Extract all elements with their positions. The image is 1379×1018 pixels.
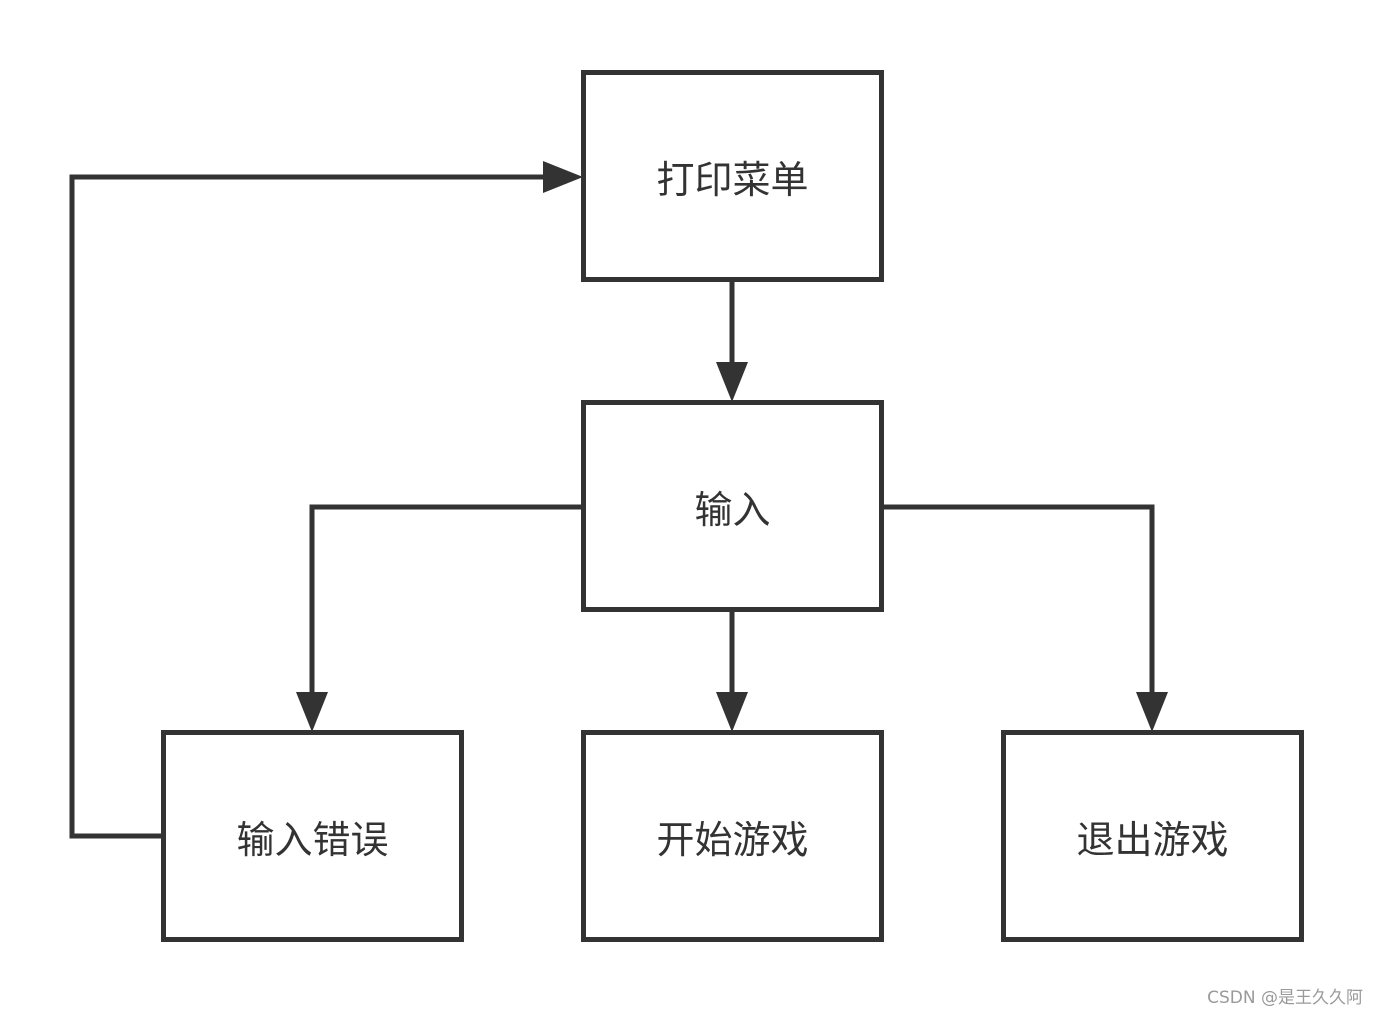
node-print-menu: 打印菜单 <box>581 70 884 282</box>
edge-input-to-input-error <box>309 504 581 698</box>
edge-input-to-quit-game <box>884 504 1155 698</box>
node-label: 开始游戏 <box>656 817 809 862</box>
arrowhead-to-print-menu <box>543 161 583 193</box>
arrowhead-to-quit-game <box>1136 692 1168 732</box>
node-label: 打印菜单 <box>656 157 809 202</box>
node-start-game: 开始游戏 <box>581 730 884 942</box>
arrowhead-to-start-game <box>716 692 748 732</box>
node-label: 输入 <box>694 487 771 532</box>
edge-input-error-to-print-menu <box>69 174 548 839</box>
node-label: 退出游戏 <box>1076 817 1229 862</box>
node-label: 输入错误 <box>236 817 389 862</box>
arrowhead-to-input-error <box>296 692 328 732</box>
arrowhead-to-input <box>716 362 748 402</box>
node-quit-game: 退出游戏 <box>1001 730 1304 942</box>
node-input: 输入 <box>581 400 884 612</box>
node-input-error: 输入错误 <box>161 730 464 942</box>
watermark: CSDN @是王久久阿 <box>1207 988 1363 1008</box>
